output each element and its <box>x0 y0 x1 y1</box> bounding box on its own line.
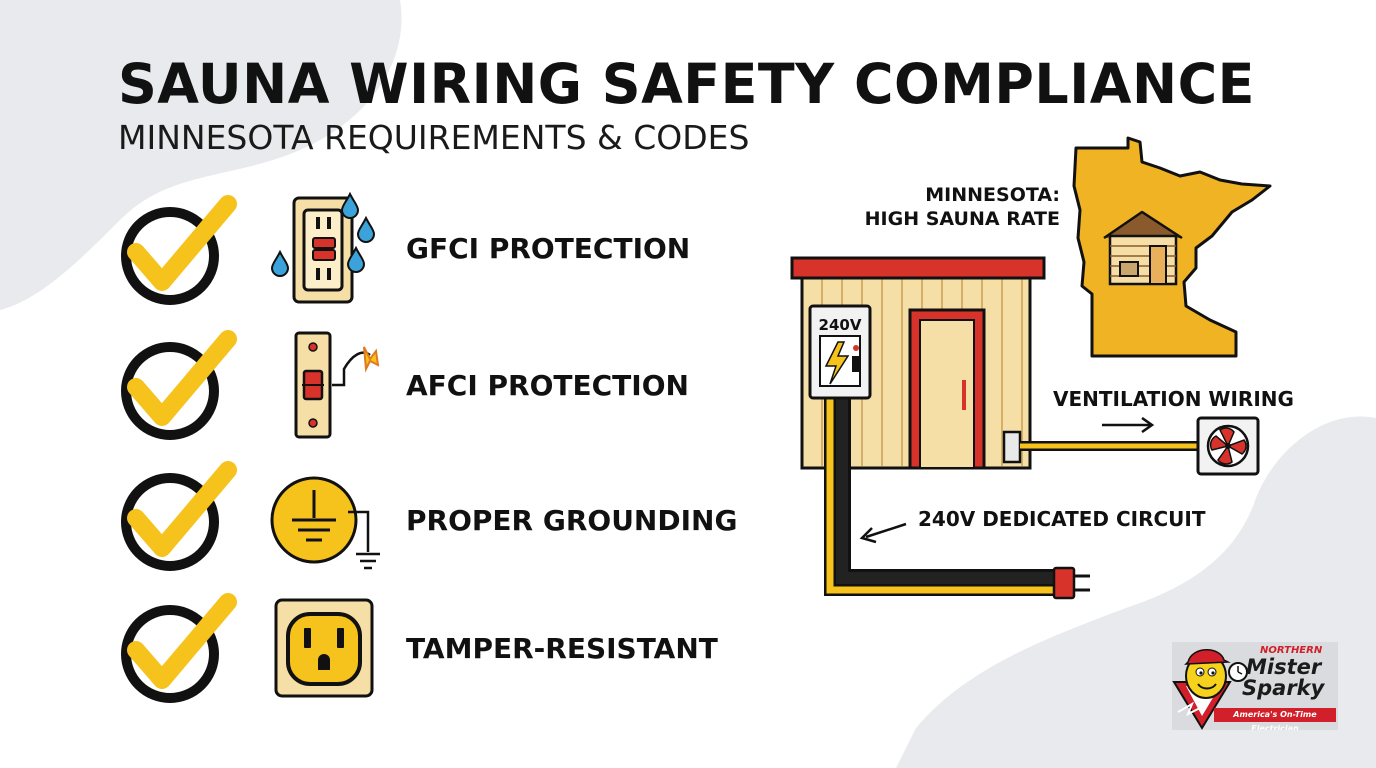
logo-line1: Mister <box>1246 655 1322 679</box>
afci-breaker-icon <box>294 331 380 439</box>
page-subtitle: MINNESOTA REQUIREMENTS & CODES <box>118 118 750 157</box>
logo-tagline: America's On-Time Electrician <box>1214 708 1336 730</box>
circuit-arrow <box>859 522 907 544</box>
checklist-label: AFCI PROTECTION <box>406 369 689 402</box>
mascot-icon <box>1172 649 1248 730</box>
plug-icon <box>1052 566 1090 600</box>
checkmark-icon <box>121 195 237 305</box>
panel-voltage-label: 240V <box>819 316 862 334</box>
checklist-item-grounding: PROPER GROUNDING <box>0 456 760 576</box>
minnesota-label-line2: HIGH SAUNA RATE <box>864 208 1060 230</box>
ventilation-wiring <box>1002 416 1260 476</box>
electrical-panel: 240V <box>808 304 872 400</box>
checkmark-icon <box>121 461 237 571</box>
page-title: SAUNA WIRING SAFETY COMPLIANCE <box>118 52 1255 116</box>
logo-top-text: NORTHERN <box>1260 645 1323 656</box>
outlet-icon <box>274 598 374 698</box>
minnesota-label-line1: MINNESOTA: <box>925 184 1060 206</box>
ventilation-arrow <box>1102 416 1155 434</box>
dedicated-circuit-label: 240V DEDICATED CIRCUIT <box>918 507 1206 531</box>
mister-sparky-logo: NORTHERN Mister Sparky America's On-Time… <box>1172 642 1338 730</box>
ventilation-wiring-label: VENTILATION WIRING <box>1053 387 1294 411</box>
checklist-label: GFCI PROTECTION <box>406 232 691 265</box>
logo-line2: Sparky <box>1242 676 1325 700</box>
ground-symbol-icon <box>270 476 380 570</box>
checkmark-icon <box>121 330 237 440</box>
checklist-item-gfci: GFCI PROTECTION <box>0 190 760 310</box>
cabin-icon <box>1103 210 1183 286</box>
minnesota-label: MINNESOTA: HIGH SAUNA RATE <box>860 183 1060 231</box>
checklist-item-tamper-resistant: TAMPER-RESISTANT <box>0 588 760 708</box>
checklist-label: PROPER GROUNDING <box>406 504 738 537</box>
checklist-label: TAMPER-RESISTANT <box>406 632 718 665</box>
gfci-outlet-icon <box>270 191 376 304</box>
checklist-item-afci: AFCI PROTECTION <box>0 325 760 445</box>
background-blob-top-left <box>0 0 402 310</box>
checkmark-icon <box>121 593 237 703</box>
